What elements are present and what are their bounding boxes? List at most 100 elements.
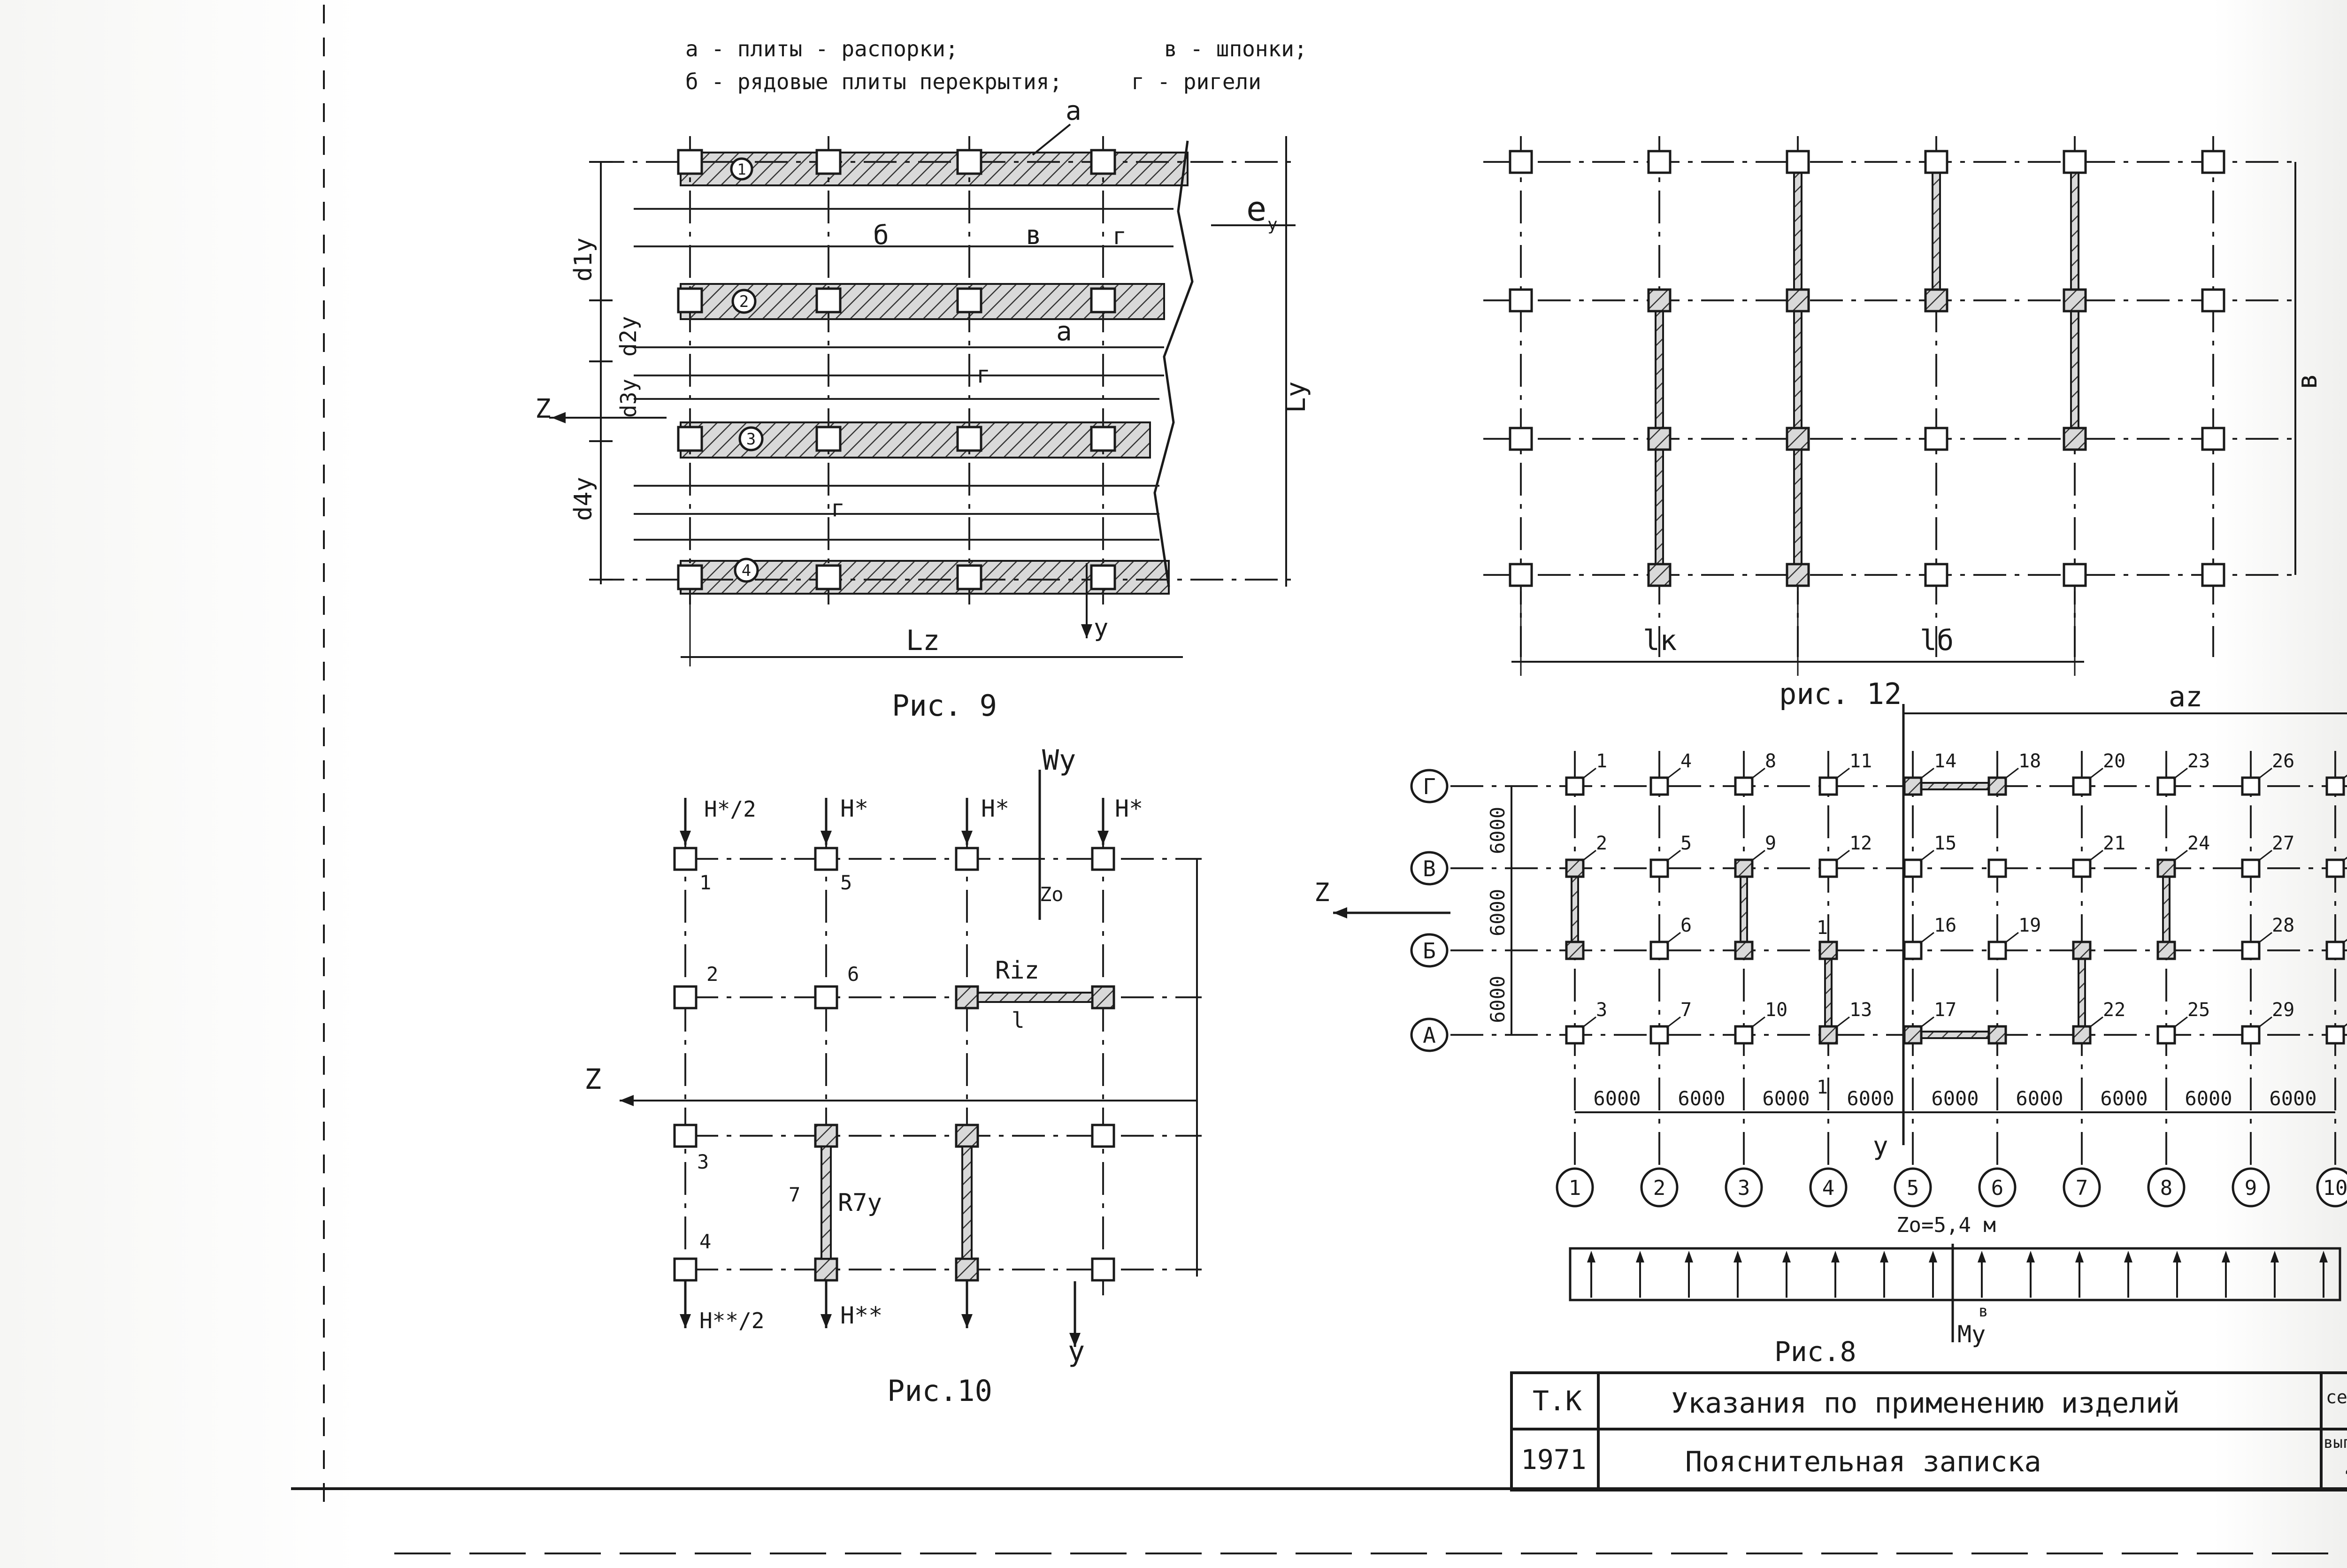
fig8-column-number: 11: [1849, 750, 1872, 772]
fig8-column: [1987, 776, 2007, 796]
column-spacing: 6000: [2016, 1087, 2063, 1110]
load-bottom-1: H**/2: [699, 1308, 764, 1333]
fig8-column-number: 17: [1934, 999, 1956, 1021]
load-arrow-head: [2026, 1251, 2035, 1262]
column-spacing: 6000: [1678, 1087, 1725, 1110]
fig8-column-number: 5: [1680, 833, 1692, 854]
fig8-column: [1818, 858, 1838, 878]
figure-9: 1 2 3 4 а б в г а г г e y d1y d2y d3y d4…: [535, 96, 1312, 723]
r7y-label: R7y: [838, 1189, 882, 1217]
row-axis-a: А: [1423, 1023, 1436, 1048]
fig8-column: [2156, 941, 2176, 960]
fig8-column-number: 9: [1765, 833, 1776, 854]
fig8-column: [1565, 776, 1585, 796]
fig9-label-a-top: а: [1066, 96, 1081, 126]
load-top-1: H*/2: [704, 796, 756, 822]
row-spacing-2: 6000: [1486, 889, 1509, 936]
fig9-axis-z: Z: [535, 394, 551, 424]
load-arrow-head: [1978, 1251, 1986, 1262]
fig8-column: [2072, 858, 2092, 878]
fig8-leader-line: [1750, 767, 1765, 780]
riz-label: Riz: [995, 956, 1039, 985]
fig8-leader-line: [2088, 1016, 2103, 1029]
fig8-column-number: 28: [2272, 915, 2294, 936]
fig8-column-number: 8: [1765, 750, 1776, 772]
fig8-column: [2325, 1025, 2345, 1045]
series-label: серии: [2326, 1387, 2347, 1407]
fig9-label-g-low: г: [831, 495, 845, 522]
node-5: 5: [840, 871, 852, 894]
fig8-column-number: 29: [2272, 999, 2294, 1021]
fig8-column-number: 13: [1849, 999, 1872, 1021]
fig8-column: [1734, 776, 1754, 796]
fig8-column: [2156, 776, 2176, 796]
column-axis-label: 6: [1991, 1176, 2004, 1200]
fig8-column: [1818, 1025, 1838, 1045]
column-axis-marker: [1978, 1167, 2017, 1208]
fig8-leader-line: [2004, 767, 2019, 780]
legend-line2-left: б - рядовые плиты перекрытия;: [685, 69, 1062, 94]
strut-slab-2: [680, 283, 1165, 320]
fig8-column-number: 18: [2018, 750, 2041, 772]
issue-number: 4: [2345, 1455, 2347, 1484]
load-top-3: H*: [981, 795, 1009, 822]
fig8-column-number: 25: [2187, 999, 2210, 1021]
fig8-column: [1818, 941, 1838, 960]
node-3: 3: [697, 1150, 709, 1173]
fig8-leader-line: [1835, 767, 1850, 780]
fig9-label-b: б: [873, 220, 889, 251]
fig8-column: [1649, 941, 1669, 960]
column-axis-marker: [1725, 1167, 1763, 1208]
row-spacing-3: 6000: [1486, 976, 1509, 1023]
column-axis-marker: [2232, 1167, 2270, 1208]
fig8-leader-line: [2173, 849, 2188, 862]
title-block: Т.К 1971 Указания по применению изделий …: [1510, 1371, 2347, 1492]
fig8-column: [1734, 941, 1754, 960]
fig8-columns: 1234567891011121314151617181920212223242…: [1565, 750, 2347, 1045]
fig8-column-number: 22: [2103, 999, 2125, 1021]
load-arrow-head: [2124, 1251, 2132, 1262]
column-axis-label: 1: [1569, 1176, 1581, 1200]
fig8-column: [1734, 858, 1754, 878]
dim-d2y: d2y: [615, 316, 642, 357]
fig8-leader-line: [2088, 767, 2103, 780]
title-main: Указания по применению изделий: [1671, 1387, 2180, 1420]
fig8-column: [1649, 858, 1669, 878]
fig8-column: [2072, 776, 2092, 796]
fig10-axis-y: y: [1068, 1335, 1085, 1368]
column-axis-label: 2: [1653, 1176, 1666, 1200]
column-axis-label: 3: [1738, 1176, 1750, 1200]
fig8-column: [1987, 1025, 2007, 1045]
fig8-column-number: 6: [1680, 915, 1692, 936]
load-arrow-head: [1685, 1251, 1693, 1262]
column-axis-label: 5: [1907, 1176, 1919, 1200]
fig8-column: [1903, 941, 1923, 960]
fig8-column-number: 14: [1934, 750, 1956, 772]
fig8-column-number: 4: [1680, 750, 1692, 772]
column-spacing: 6000: [2185, 1087, 2232, 1110]
column-spacing: 6000: [2100, 1087, 2148, 1110]
sheet-frame: [291, 5, 2347, 1554]
figure-8: az Z 12345678910111213141516171819202122…: [1314, 681, 2347, 1368]
load-bottom-2: H**: [840, 1302, 882, 1329]
dim-d1y: d1y: [569, 237, 598, 282]
fig8-column: [2072, 1025, 2092, 1045]
fig8-leader-line: [1750, 1016, 1765, 1029]
fig8-column: [1903, 1025, 1923, 1045]
fig10-caption: Рис.10: [887, 1374, 992, 1408]
figure-10: H*/2 H* H* H* Wy Zo Riz R7y l 1 5 2 6 3 …: [584, 744, 1202, 1408]
dim-lb: lб: [1920, 624, 1954, 657]
column-axis-label: 10: [2323, 1176, 2347, 1200]
fig8-column: [2325, 776, 2345, 796]
fig9-axis-y: y: [1094, 614, 1108, 642]
fig8-column-number: 16: [1934, 915, 1956, 936]
node-2: 2: [706, 963, 718, 986]
fig8-leader-line: [1919, 1016, 1934, 1029]
title-sub: Пояснительная записка: [1685, 1446, 2041, 1478]
dim-d4y: d4y: [569, 477, 598, 521]
fig8-leader-line: [1835, 1016, 1850, 1029]
fig8-column: [2241, 1025, 2261, 1045]
legend-line2-right: г - ригели: [1131, 69, 1261, 94]
fig8-column: [1818, 776, 1838, 796]
fig8-column-number: 24: [2187, 833, 2210, 854]
